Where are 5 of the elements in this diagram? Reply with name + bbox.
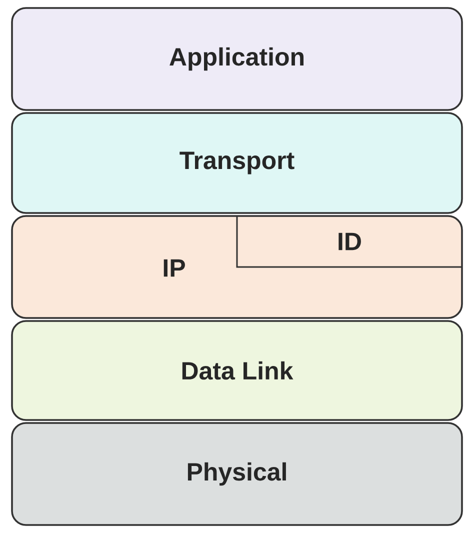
layer-box: Application — [11, 7, 463, 111]
sub-field: ID — [236, 216, 462, 268]
layer-box: Transport — [11, 112, 463, 214]
layer-box: Data Link — [11, 320, 463, 421]
layer-box: Physical — [11, 422, 463, 526]
